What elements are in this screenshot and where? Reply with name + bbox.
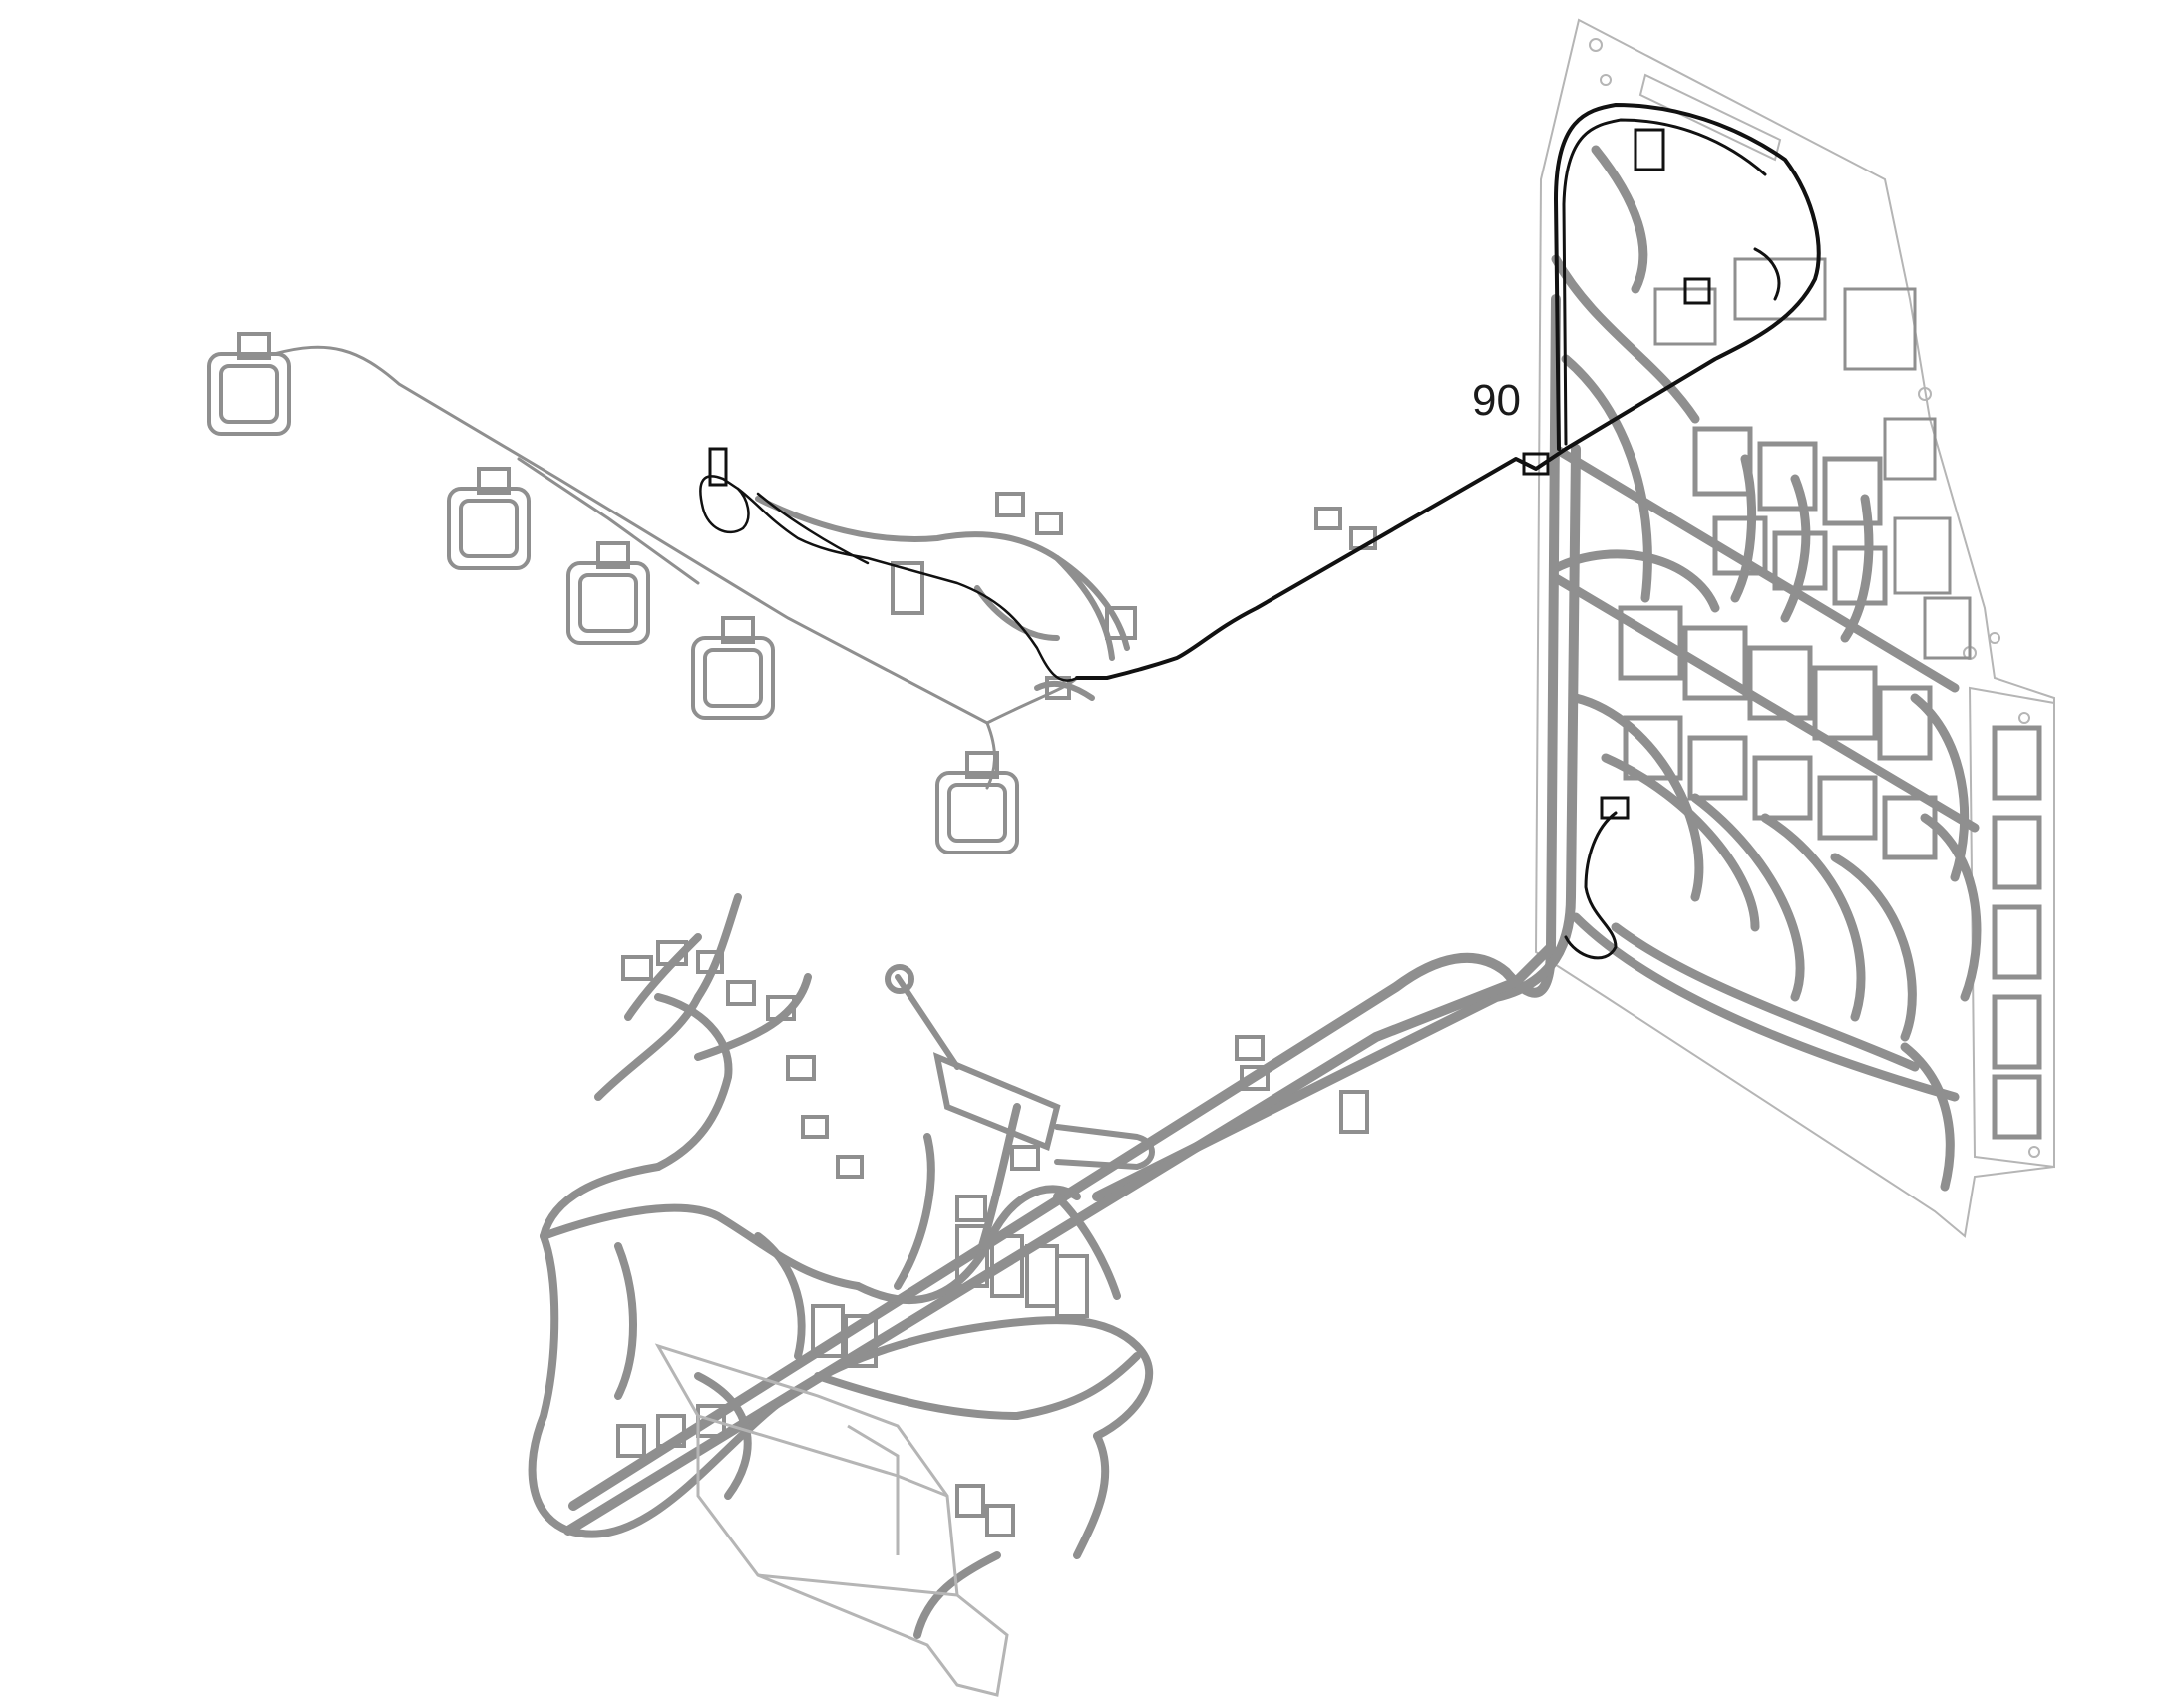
upper-mid-connectors	[891, 492, 1377, 700]
work-light-2	[447, 467, 531, 570]
callout-number: 90	[1472, 376, 1521, 425]
highlighted-harness-connectors	[708, 128, 1711, 820]
fuse-relay-blocks	[1618, 426, 2042, 1140]
main-trunk-harness	[563, 294, 1581, 1536]
work-lights	[207, 332, 1019, 854]
lower-cab-module	[654, 1343, 1009, 1697]
work-light-1	[207, 332, 291, 436]
highlighted-harness-90	[699, 103, 1821, 960]
dashboard-connectors	[616, 940, 1369, 1537]
electrical-panel	[1534, 18, 2055, 1238]
work-light-4	[691, 616, 775, 720]
work-light-harness	[272, 345, 1079, 790]
work-light-3	[566, 541, 650, 645]
upper-mid-harness	[755, 496, 1130, 701]
work-light-5	[935, 751, 1019, 854]
steering-column-switch	[885, 964, 1155, 1171]
